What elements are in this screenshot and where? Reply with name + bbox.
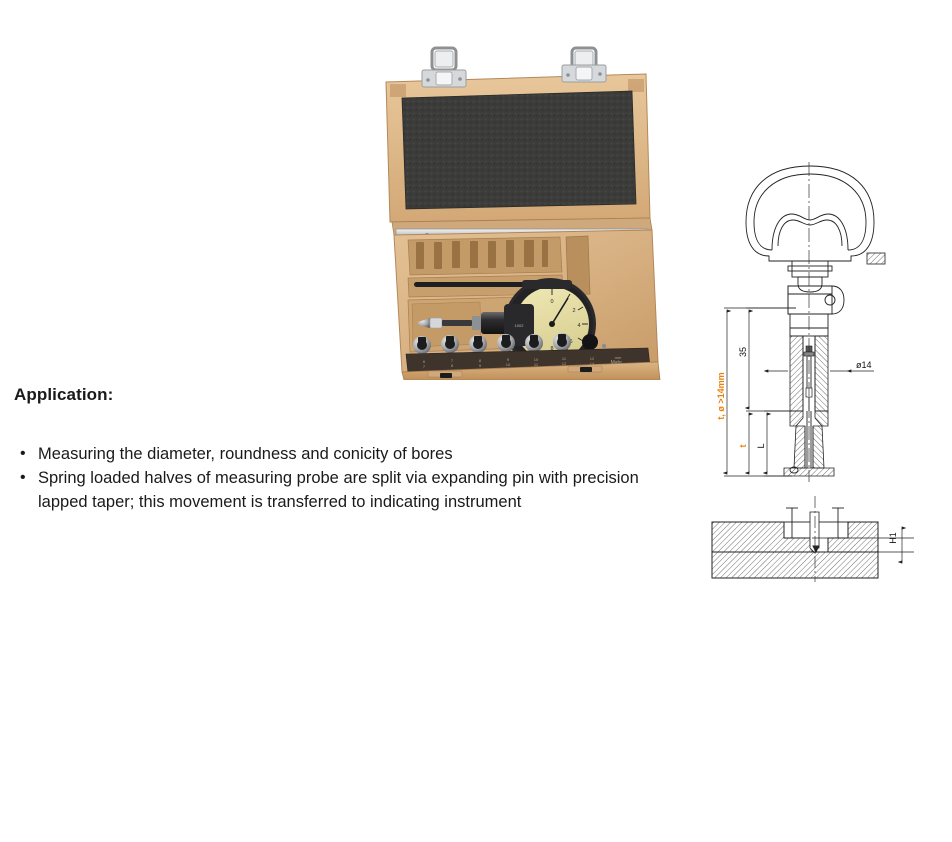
svg-text:12: 12 [562,361,567,366]
svg-text:8: 8 [451,363,454,368]
svg-text:11: 11 [562,356,567,361]
svg-text:Mahr: Mahr [611,360,623,366]
svg-text:14: 14 [590,361,595,366]
list-item-text: Spring loaded halves of measuring probe … [38,469,639,511]
svg-text:7: 7 [451,358,454,363]
svg-text:10: 10 [506,362,511,367]
svg-text:2: 2 [572,308,575,314]
dim-label-overall: t, ø >14mm [716,372,726,419]
list-item: • Spring loaded halves of measuring prob… [14,467,684,514]
latch-base-left [421,69,467,88]
svg-text:12: 12 [590,356,595,361]
svg-text:6: 6 [423,359,426,364]
dim-label-L: L [756,443,766,448]
svg-text:11: 11 [534,362,539,367]
product-photo: Mahr [382,46,670,380]
latch-base-right [561,64,607,83]
svg-text:9: 9 [479,363,482,368]
bullet-glyph: • [20,469,26,487]
technical-drawing-elevation: t, ø >14mm 35 t L ø14 [706,156,946,486]
list-item: • Measuring the diameter, roundness and … [14,443,684,466]
dim-label-35: 35 [738,347,748,357]
application-heading: Application: [14,385,114,404]
svg-text:10: 10 [534,357,539,362]
svg-text:mm: mm [615,355,622,360]
svg-text:9: 9 [507,357,510,362]
latch-loop-left [430,46,458,72]
application-list: • Measuring the diameter, roundness and … [14,443,684,514]
list-item-text: Measuring the diameter, roundness and co… [38,445,453,463]
technical-drawing-section: H1 [706,490,946,585]
probe-tips-row [413,333,598,354]
dim-label-diameter: ø14 [856,360,872,370]
svg-text:4: 4 [577,323,580,329]
dim-label-H1: H1 [888,532,898,544]
svg-text:8: 8 [550,346,553,352]
dim-label-t: t [738,445,748,448]
svg-text:7: 7 [423,364,426,369]
tip-slots [416,240,548,269]
svg-text:1002: 1002 [515,323,525,328]
bullet-glyph: • [20,445,26,462]
svg-text:0: 0 [550,299,553,305]
application-block: Application: • Measuring the diameter, r… [14,385,684,515]
svg-text:8: 8 [479,358,482,363]
